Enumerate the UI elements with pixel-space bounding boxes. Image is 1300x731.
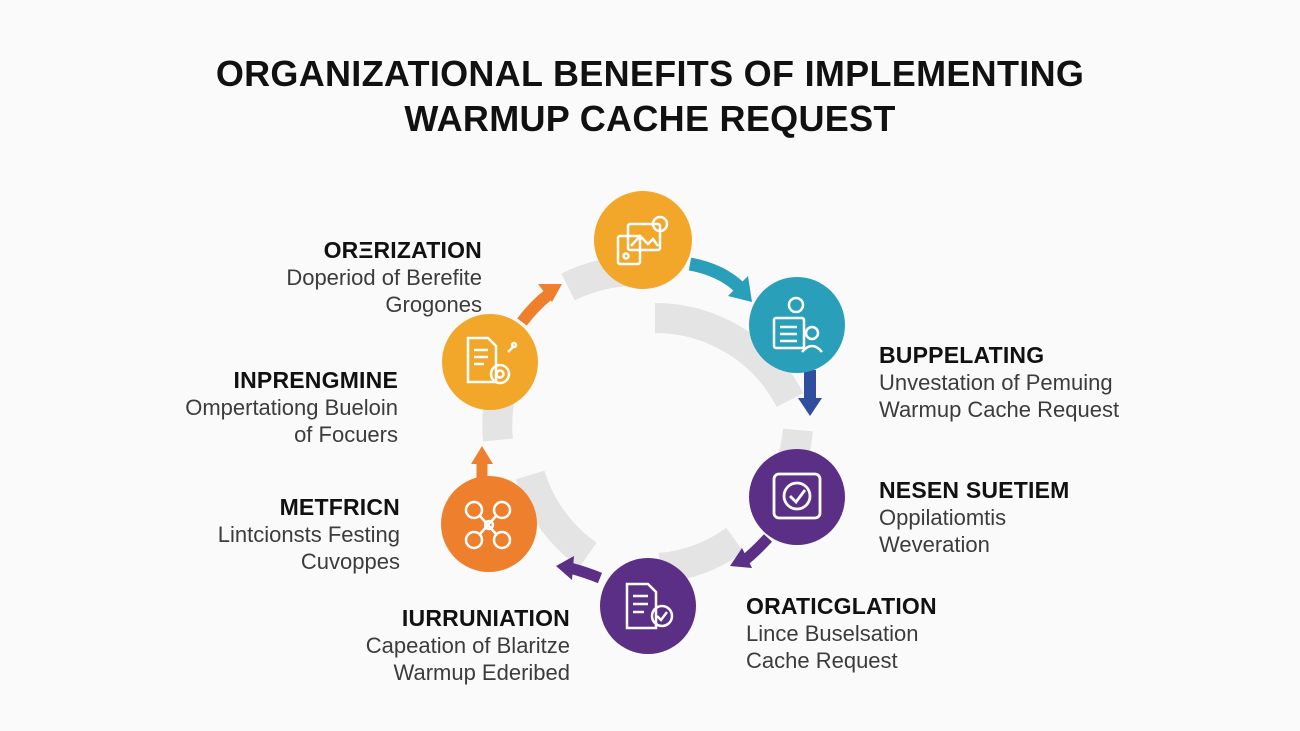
ring-segment <box>654 303 804 408</box>
node-bottom <box>600 558 696 654</box>
arrow-right-lower <box>730 534 773 568</box>
document-image-icon <box>616 215 669 266</box>
label-bottom-right: ORATICGLATION Lince Buselsation Cache Re… <box>746 592 1006 674</box>
label-left-lower-line-1: Lintcionsts Festing <box>217 522 400 547</box>
label-right-upper-line-1: Unvestation of Pemuing <box>879 370 1113 395</box>
label-right-upper-heading: BUPPELATING <box>879 342 1045 368</box>
node-top <box>594 191 692 289</box>
label-right-lower-line-1: Oppilatiomtis <box>879 505 1007 530</box>
label-left-upper-heading: INPRENGMINE <box>233 367 398 393</box>
label-right-lower: NESEN SUETIEM Oppilatiomtis Weveration <box>879 476 1159 558</box>
node-left-lower <box>441 476 537 572</box>
label-top-left-line-1: Doperiod of Berefite <box>286 265 482 290</box>
node-right-upper <box>749 277 845 373</box>
label-left-upper-line-1: Ompertationg Bueloin <box>185 395 398 420</box>
label-right-lower-heading: NESEN SUETIEM <box>879 477 1070 503</box>
document-check-icon <box>625 582 674 630</box>
label-left-upper: INPRENGMINE Ompertationg Bueloin of Focu… <box>100 366 398 448</box>
ring-segment <box>658 527 744 583</box>
label-bottom-left-line-2: Warmup Ederibed <box>393 660 570 685</box>
title-line-2: WARMUP CACHE REQUEST <box>404 98 896 139</box>
ring-segment <box>515 470 597 568</box>
cycle-arrows <box>471 257 822 584</box>
node-left-upper <box>442 314 538 410</box>
label-left-upper-line-2: of Focuers <box>294 422 398 447</box>
arrow-right-down <box>798 370 822 416</box>
circuit-icon <box>464 500 512 550</box>
label-bottom-right-heading: ORATICGLATION <box>746 593 937 619</box>
node-right-lower <box>749 449 845 545</box>
title-line-1: ORGANIZATIONAL BENEFITS OF IMPLEMENTING <box>215 53 1085 94</box>
label-right-upper: BUPPELATING Unvestation of Pemuing Warmu… <box>879 341 1179 423</box>
document-gear-icon <box>466 336 518 385</box>
label-bottom-left-line-1: Capeation of Blaritze <box>365 633 570 658</box>
label-right-upper-line-2: Warmup Cache Request <box>879 397 1120 422</box>
label-right-lower-line-2: Weveration <box>879 532 990 557</box>
arrow-top-right <box>688 257 752 302</box>
label-bottom-left: IURRUNIATION Capeation of Blaritze Warmu… <box>290 604 570 686</box>
user-document-icon <box>772 296 823 353</box>
label-top-left-line-2: Grogones <box>385 292 482 317</box>
arrow-left-top <box>517 284 562 326</box>
label-left-lower-heading: METFRICN <box>279 494 400 520</box>
label-top-left-heading: ORΞRIZATION <box>323 237 482 263</box>
label-top-left: ORΞRIZATION Doperiod of Berefite Grogone… <box>200 236 482 318</box>
arrow-bottom-left <box>556 556 603 584</box>
label-bottom-right-line-1: Lince Buselsation <box>746 621 919 646</box>
label-bottom-left-heading: IURRUNIATION <box>401 605 570 631</box>
check-box-icon <box>772 472 822 520</box>
label-left-lower: METFRICN Lintcionsts Festing Cuvoppes <box>120 493 400 575</box>
label-left-lower-line-2: Cuvoppes <box>300 549 400 574</box>
label-bottom-right-line-2: Cache Request <box>746 648 898 673</box>
